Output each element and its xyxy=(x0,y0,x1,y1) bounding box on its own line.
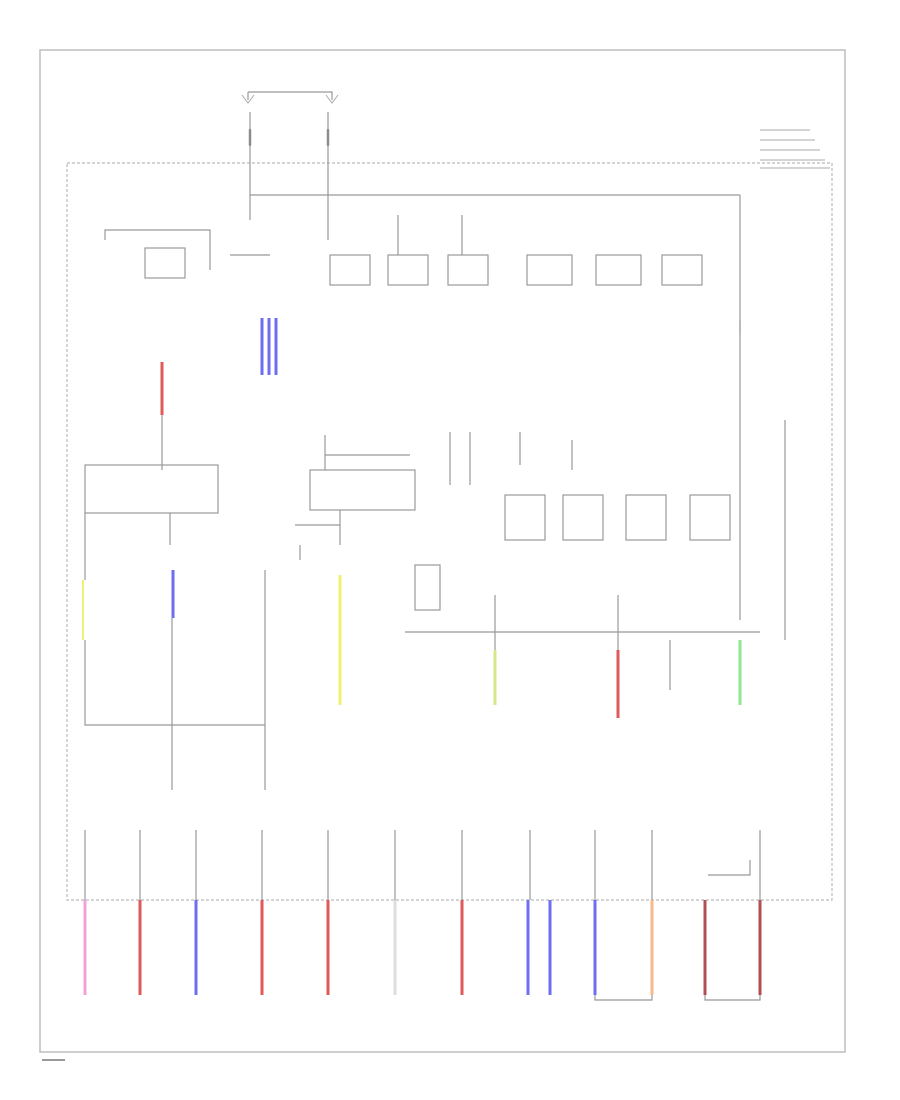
bottom-fuse-row xyxy=(84,830,761,900)
junction-block-outline xyxy=(66,162,833,901)
relay-row-top xyxy=(104,195,741,620)
left-section xyxy=(82,362,266,790)
relay-icon xyxy=(689,494,731,541)
blue-wire-group xyxy=(260,318,278,375)
relay-row-middle xyxy=(405,420,786,718)
relay-icon xyxy=(562,494,604,541)
relay-icon xyxy=(661,254,703,286)
relay-icon xyxy=(414,564,441,611)
relay-icon xyxy=(526,254,573,286)
diagram-frame xyxy=(39,49,846,1053)
relay-icon xyxy=(144,247,186,279)
relay-icon xyxy=(504,494,546,541)
relay-icon xyxy=(595,254,642,286)
relay-icon xyxy=(625,494,667,541)
relay-icon xyxy=(309,469,416,511)
relay-icon xyxy=(447,254,489,286)
bottom-wire-group xyxy=(83,900,762,1001)
relay-icon xyxy=(329,254,371,286)
relay-icon xyxy=(84,464,219,514)
middle-section xyxy=(295,435,441,705)
right-header-block xyxy=(760,129,830,169)
relay-icon xyxy=(387,254,429,286)
battery-feed xyxy=(241,91,740,240)
